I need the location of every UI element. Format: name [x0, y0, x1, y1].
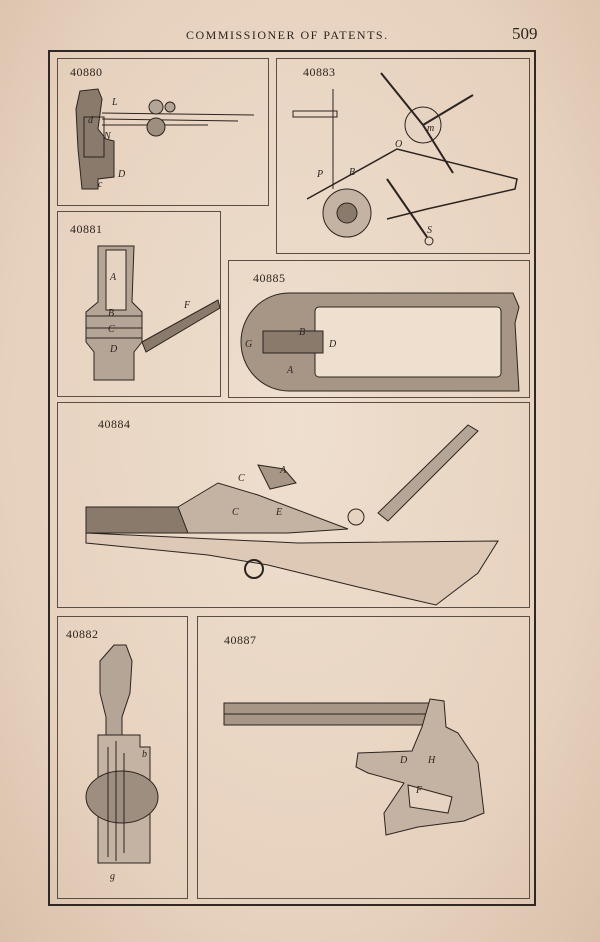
- label-C-upper: C: [238, 473, 245, 484]
- label-E: E: [275, 507, 282, 518]
- label-B: B: [349, 167, 355, 178]
- running-title: COMMISSIONER OF PATENTS.: [186, 28, 389, 42]
- figure-40882-drawing: b g: [85, 644, 159, 882]
- figure-number: 40884: [98, 417, 131, 431]
- figure-40883-drawing: m O P B S: [292, 72, 518, 246]
- label-m: m: [427, 123, 434, 134]
- label-L: L: [111, 97, 118, 108]
- figure-number: 40882: [66, 627, 99, 641]
- label-D: D: [117, 169, 126, 180]
- label-C: C: [108, 324, 115, 335]
- figure-number: 40880: [70, 65, 103, 79]
- figure-number: 40887: [224, 633, 257, 647]
- label-G: G: [245, 339, 252, 350]
- page-number: 509: [512, 24, 538, 43]
- figure-40881: 40881 A B C D F: [57, 211, 221, 397]
- figure-40880-drawing: L d N D c: [75, 88, 255, 190]
- label-N: N: [103, 131, 112, 142]
- label-S: S: [427, 225, 432, 236]
- label-H: H: [427, 755, 436, 766]
- figure-40884-drawing: C A C E: [85, 424, 499, 606]
- label-F: F: [183, 300, 191, 311]
- label-b: b: [142, 749, 147, 760]
- figure-40887-drawing: D H F: [223, 698, 485, 836]
- figure-40880: 40880 L d N D c: [57, 58, 269, 206]
- figure-40882: 40882 b g: [57, 616, 188, 899]
- figure-number: 40881: [70, 222, 103, 236]
- figure-40883: 40883 m O P B S: [276, 58, 530, 254]
- label-A: A: [279, 465, 287, 476]
- figure-40884: 40884 C A C E: [57, 402, 530, 608]
- label-c: c: [98, 179, 103, 190]
- page-header: COMMISSIONER OF PATENTS. 509: [0, 24, 600, 46]
- figure-number: 40885: [253, 271, 286, 285]
- label-C-lower: C: [232, 507, 239, 518]
- label-A: A: [109, 272, 117, 283]
- label-P: P: [316, 169, 323, 180]
- figure-40887: 40887 D H F: [197, 616, 530, 899]
- label-d: d: [88, 115, 94, 126]
- plate-frame: [48, 50, 536, 906]
- figure-40885-drawing: G B D A: [240, 292, 520, 392]
- label-D: D: [109, 344, 118, 355]
- label-g: g: [110, 871, 115, 882]
- label-B: B: [299, 327, 305, 338]
- label-O: O: [395, 139, 402, 150]
- label-F: F: [415, 785, 423, 796]
- label-D: D: [399, 755, 408, 766]
- figure-40885: 40885 G B D A: [228, 260, 530, 398]
- label-D: D: [328, 339, 337, 350]
- figure-40881-drawing: A B C D F: [85, 245, 221, 381]
- label-A: A: [286, 365, 294, 376]
- label-B: B: [108, 308, 114, 319]
- figure-number: 40883: [303, 65, 336, 79]
